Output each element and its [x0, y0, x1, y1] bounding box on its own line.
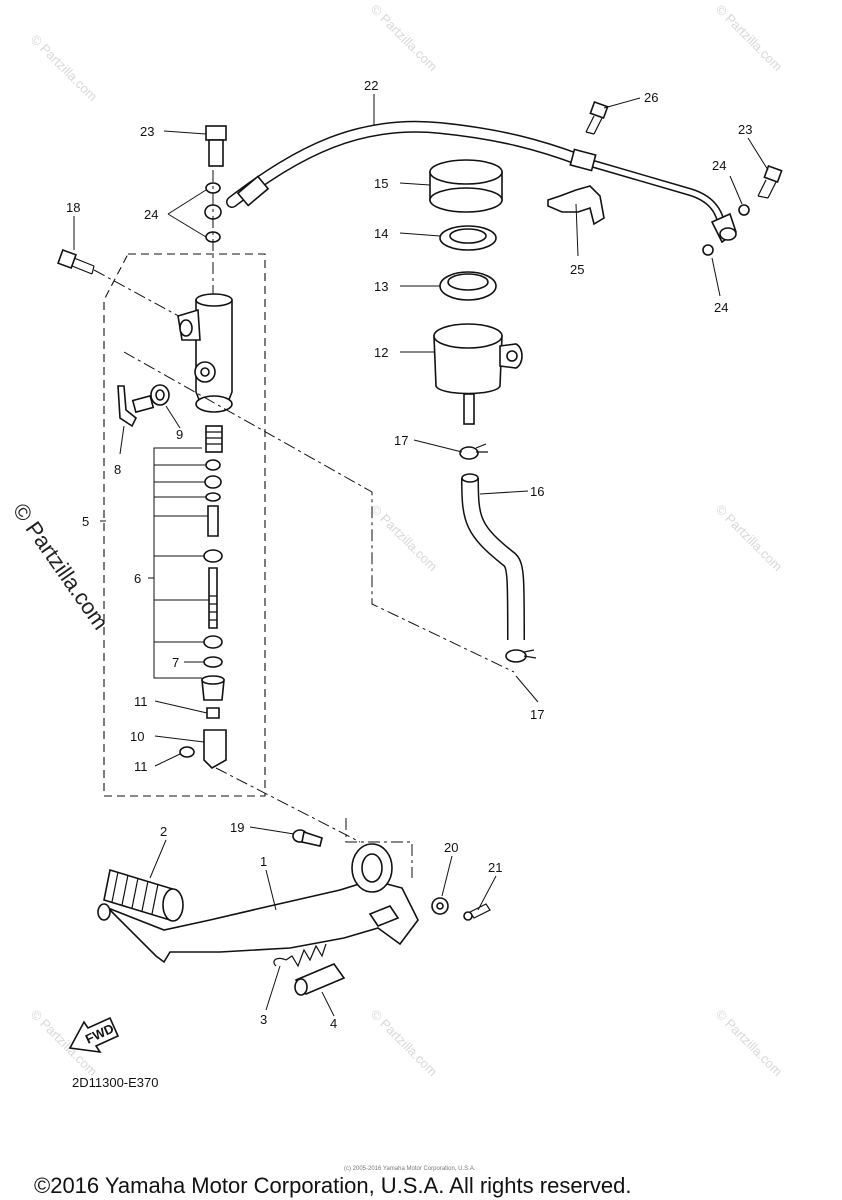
part-label-1: 1: [260, 854, 267, 869]
part-label-25: 25: [570, 262, 584, 277]
diaphragm: [439, 271, 497, 301]
brake-hose: [226, 120, 737, 244]
part-label-17: 17: [394, 433, 408, 448]
part-label-19: 19: [230, 820, 244, 835]
part-label-16: 16: [530, 484, 544, 499]
part-label-14: 14: [374, 226, 388, 241]
part-label-23: 23: [738, 122, 752, 137]
washer: [702, 244, 714, 256]
pivot-bolt-19: [292, 829, 323, 847]
watermark-side: © Partzilla.com: [8, 499, 114, 635]
part-label-23: 23: [140, 124, 154, 139]
centerline: [93, 269, 187, 321]
watermark: © Partzilla.com: [713, 2, 786, 75]
centerline: [215, 767, 361, 843]
diagram-code: 2D11300-E370: [72, 1075, 159, 1090]
part-label-13: 13: [374, 279, 388, 294]
leader-lines: [73, 94, 769, 1017]
hose-clip: [505, 649, 537, 663]
bolt-26: [585, 100, 609, 135]
part-labels: 22 23 24 18 15 14 13 12 17 16 17 26 23 2…: [66, 78, 752, 1031]
part-label-10: 10: [130, 729, 144, 744]
small-copyright: (c) 2005-2016 Yamaha Motor Corporation, …: [344, 1166, 476, 1172]
cotter-pin-21: [463, 903, 491, 921]
part-label-24: 24: [144, 207, 158, 222]
reservoir-hose: [461, 473, 525, 641]
reservoir-cap: [429, 159, 503, 213]
bolt-18: [57, 249, 95, 275]
part-label-2: 2: [160, 824, 167, 839]
washer-20: [431, 897, 449, 915]
watermark: © Partzilla.com: [713, 1007, 786, 1080]
part-label-9: 9: [176, 427, 183, 442]
watermark: © Partzilla.com: [368, 1007, 441, 1080]
watermark: © Partzilla.com: [368, 502, 441, 575]
watermark: © Partzilla.com: [368, 2, 441, 75]
part-label-24: 24: [712, 158, 726, 173]
kit-bracket: [153, 447, 209, 679]
part-label-6: 6: [134, 571, 141, 586]
brake-pedal: [97, 843, 419, 964]
part-label-21: 21: [488, 860, 502, 875]
watermark: © Partzilla.com: [713, 502, 786, 575]
part-label-20: 20: [444, 840, 458, 855]
copyright-notice: ©2016 Yamaha Motor Corporation, U.S.A. A…: [34, 1173, 631, 1198]
fwd-arrow-icon: FWD: [68, 1016, 120, 1054]
part-label-22: 22: [364, 78, 378, 93]
diaphragm-plate: [439, 225, 497, 251]
watermark: © Partzilla.com: [28, 32, 101, 105]
part-label-15: 15: [374, 176, 388, 191]
bolt-23-left: [205, 125, 227, 167]
pedal-rubber: [103, 868, 184, 922]
centerline: [123, 351, 515, 673]
hose-clip: [459, 443, 488, 460]
master-cylinder-body: [177, 293, 233, 413]
part-label-18: 18: [66, 200, 80, 215]
part-label-7: 7: [172, 655, 179, 670]
bolt-23-right: [757, 164, 783, 199]
piston-kit: [179, 425, 227, 769]
part-label-5: 5: [82, 514, 89, 529]
part-label-26: 26: [644, 90, 658, 105]
part-label-11: 11: [134, 759, 148, 774]
part-label-3: 3: [260, 1012, 267, 1027]
part-label-4: 4: [330, 1016, 337, 1031]
centerline: [345, 818, 413, 878]
inlet-fitting: [117, 385, 155, 428]
return-spring: [273, 943, 327, 968]
part-label-11: 11: [134, 694, 148, 709]
part-label-17: 17: [530, 707, 544, 722]
spring-sleeve: [294, 963, 346, 996]
part-label-8: 8: [114, 462, 121, 477]
assembly-outline: [103, 253, 266, 797]
grommet-9: [150, 384, 170, 406]
part-label-12: 12: [374, 345, 388, 360]
washer: [738, 204, 750, 216]
reservoir-tank: [433, 323, 523, 425]
part-label-24: 24: [714, 300, 728, 315]
